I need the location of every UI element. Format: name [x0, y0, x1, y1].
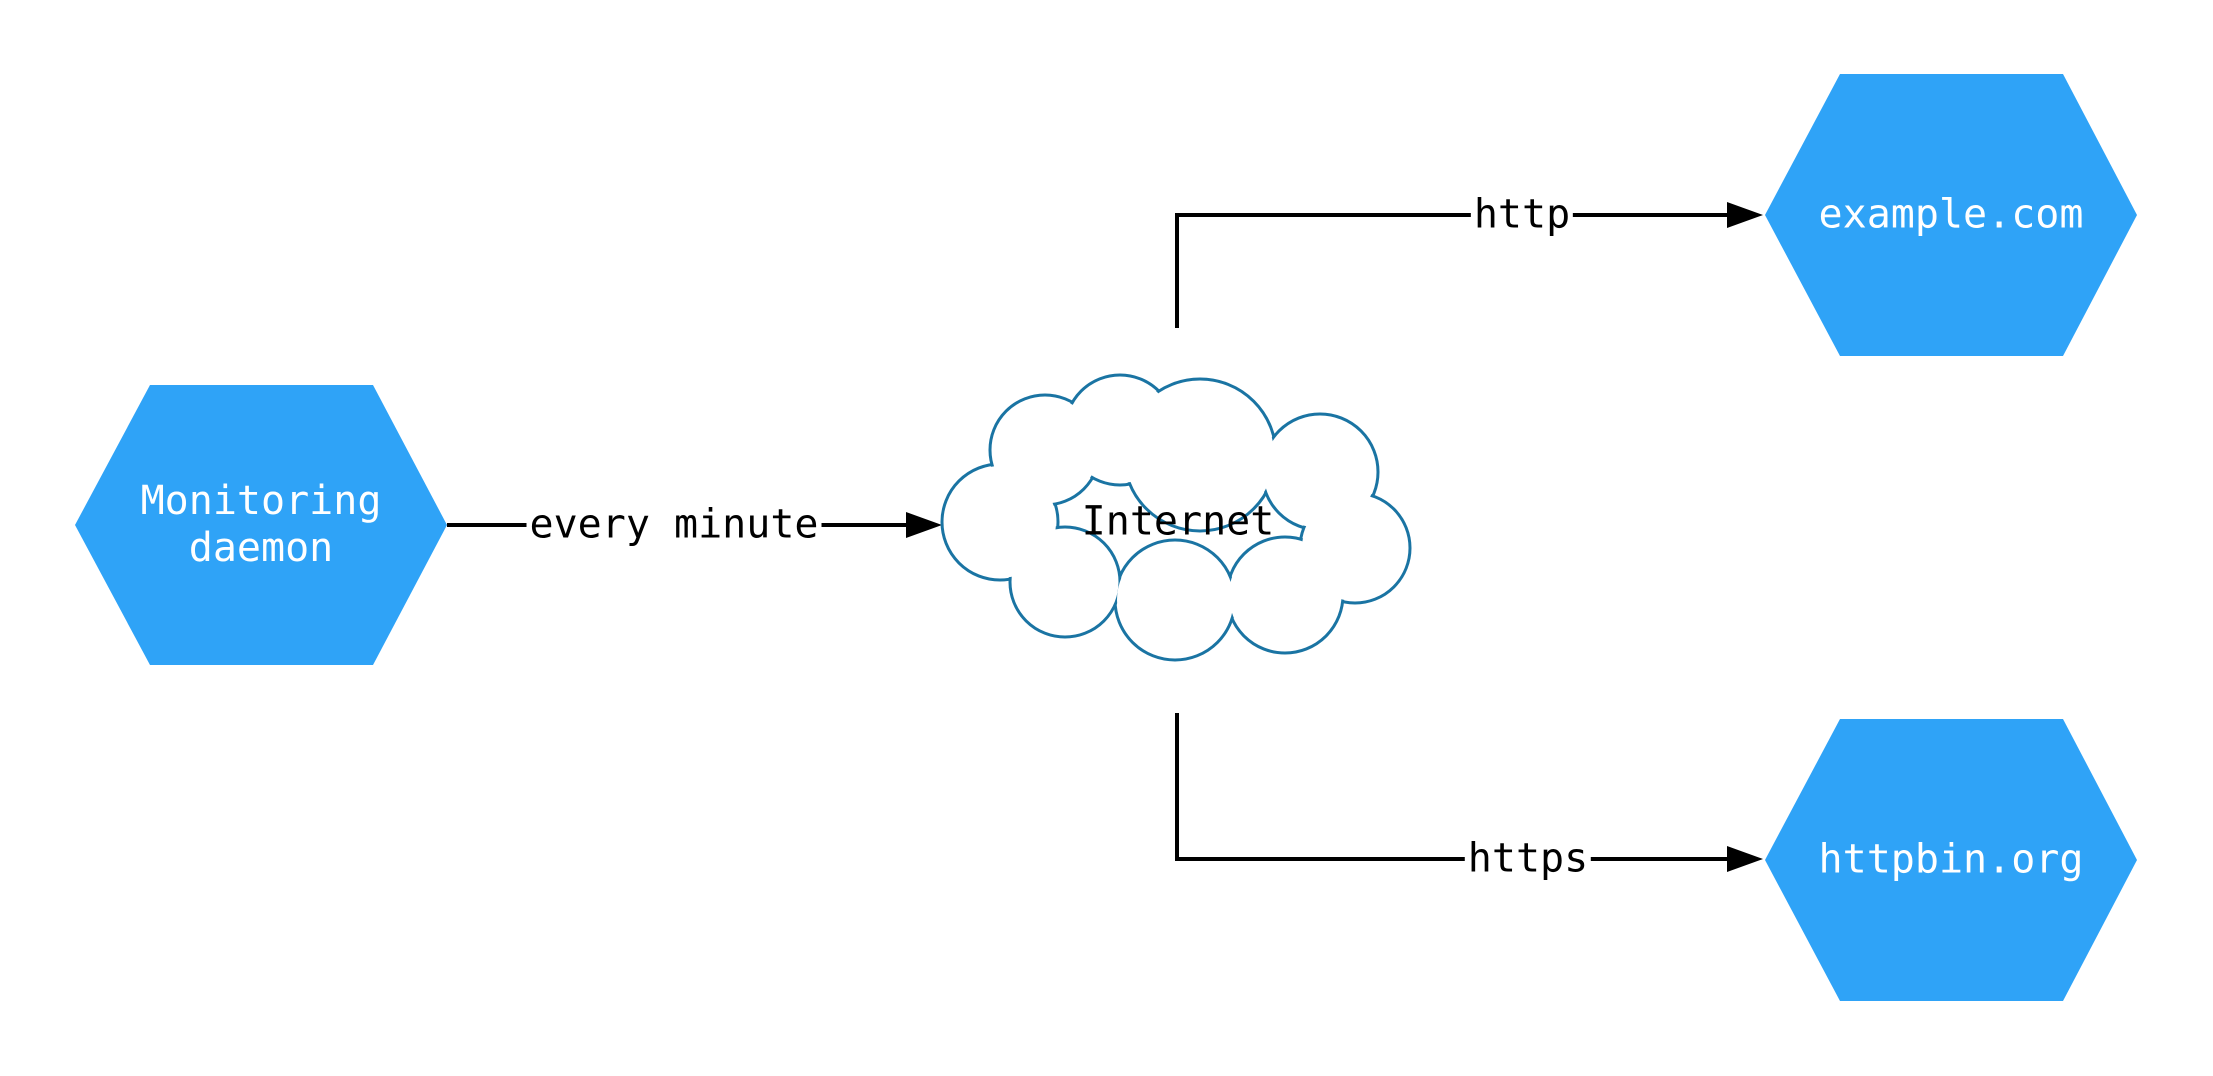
- edge-https-label: https: [1464, 835, 1592, 883]
- internet-cloud-label: Internet: [1081, 498, 1275, 545]
- edge-http-label: http: [1470, 191, 1574, 239]
- httpbin-org-label: httpbin.org: [1818, 836, 2084, 883]
- httpbin-org-node: [1765, 719, 2137, 1001]
- monitoring-daemon-node: [75, 385, 447, 665]
- example-com-node: [1765, 74, 2137, 356]
- edge-https-line: [1175, 713, 1727, 861]
- example-com-label: example.com: [1818, 191, 2084, 238]
- edge-http-line: [1175, 213, 1727, 328]
- arrowhead-icon: [1727, 202, 1763, 228]
- internet-cloud-shape: [940, 373, 1412, 662]
- monitoring-daemon-label: Monitoring daemon: [140, 478, 382, 571]
- edge-every-minute-label: every minute: [526, 501, 822, 549]
- arrowhead-icon: [906, 512, 942, 538]
- arrowhead-icon: [1727, 846, 1763, 872]
